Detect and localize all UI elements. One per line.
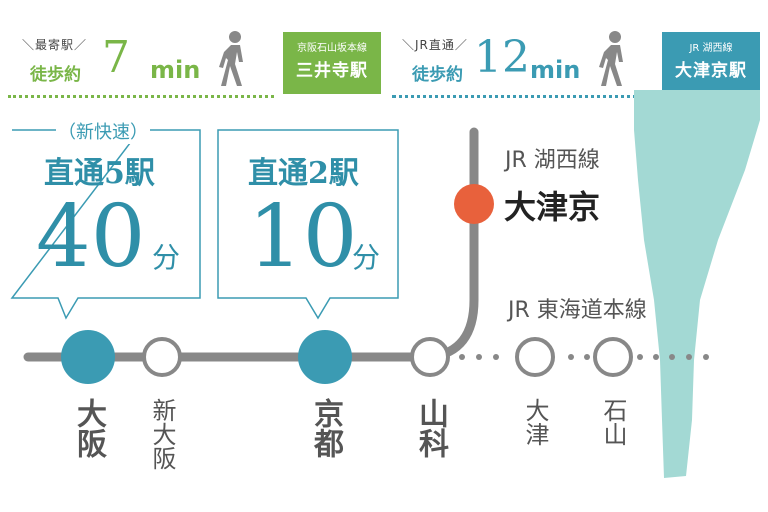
otsukyo-station-badge: JR 湖西線 大津京駅 bbox=[662, 32, 760, 94]
nearest-station-tag: ＼最寄駅／ bbox=[22, 38, 88, 52]
direct-2-stations: 直通2駅 bbox=[248, 156, 359, 191]
station-marker-ishiyama bbox=[593, 337, 633, 377]
direct-5-stations: 直通5駅 bbox=[44, 156, 155, 191]
walking-person-icon bbox=[219, 31, 243, 86]
station-marker-otsukyo bbox=[454, 184, 494, 224]
kosei-line-label: JR 湖西線 bbox=[505, 148, 600, 173]
station-label-osaka-text: 大阪 bbox=[71, 398, 106, 458]
station-marker-kyoto bbox=[298, 330, 352, 384]
station-label-otsu-text: 大津 bbox=[521, 398, 549, 446]
station-marker-shin-osaka bbox=[142, 337, 182, 377]
station-label-kyoto-text: 京都 bbox=[308, 398, 343, 458]
minutes-40: 40 bbox=[36, 187, 146, 287]
mii-dera-station-name: 三井寺駅 bbox=[296, 61, 368, 81]
walking-person-icon-2 bbox=[599, 31, 623, 86]
callout-box-kyoto bbox=[217, 129, 399, 320]
shinkaisoku-label: （新快速） bbox=[56, 118, 150, 144]
mii-dera-station-badge: 京阪石山坂本線 三井寺駅 bbox=[283, 32, 381, 94]
lake-biwa-shape bbox=[634, 90, 760, 478]
keihan-line-name: 京阪石山坂本線 bbox=[297, 43, 367, 54]
minutes-10: 10 bbox=[248, 187, 358, 287]
station-marker-osaka bbox=[61, 330, 115, 384]
walk-minutes-2: 12 bbox=[474, 32, 530, 83]
walk-label-1: 徒歩約 bbox=[30, 65, 81, 85]
station-label-otsu: 大津 bbox=[515, 398, 555, 452]
station-label-osaka: 大阪 bbox=[68, 398, 108, 466]
otsukyo-label: 大津京 bbox=[504, 188, 601, 226]
walk-unit-1: min bbox=[150, 56, 201, 84]
jr-direct-tag: ＼JR直通／ bbox=[402, 38, 468, 52]
station-marker-yamashina bbox=[410, 337, 450, 377]
station-label-ishiyama-text: 石山 bbox=[599, 398, 627, 446]
callout-box-shinkaisoku bbox=[10, 129, 201, 320]
otsukyo-station-name-badge: 大津京駅 bbox=[675, 61, 747, 81]
station-label-shin-osaka-text: 新大阪 bbox=[148, 398, 176, 470]
kosei-line-name-badge: JR 湖西線 bbox=[689, 43, 733, 54]
teal-dotted-divider bbox=[392, 95, 650, 98]
station-label-kyoto: 京都 bbox=[305, 398, 345, 466]
minutes-unit-2: 分 bbox=[352, 241, 381, 274]
green-dotted-divider bbox=[8, 95, 274, 98]
walk-label-2: 徒歩約 bbox=[412, 65, 463, 85]
kosei-line bbox=[425, 127, 479, 362]
tokaido-dotted-line bbox=[459, 354, 709, 360]
station-marker-otsu bbox=[515, 337, 555, 377]
station-label-ishiyama: 石山 bbox=[593, 398, 633, 452]
walk-minutes-1: 7 bbox=[102, 32, 130, 83]
minutes-unit-1: 分 bbox=[152, 241, 181, 274]
station-label-yamashina-text: 山科 bbox=[413, 398, 448, 458]
station-label-shin-osaka: 新大阪 bbox=[142, 398, 182, 476]
walk-unit-2: min bbox=[530, 56, 581, 84]
station-label-yamashina: 山科 bbox=[410, 398, 450, 466]
tokaido-line-label: JR 東海道本線 bbox=[508, 298, 647, 323]
